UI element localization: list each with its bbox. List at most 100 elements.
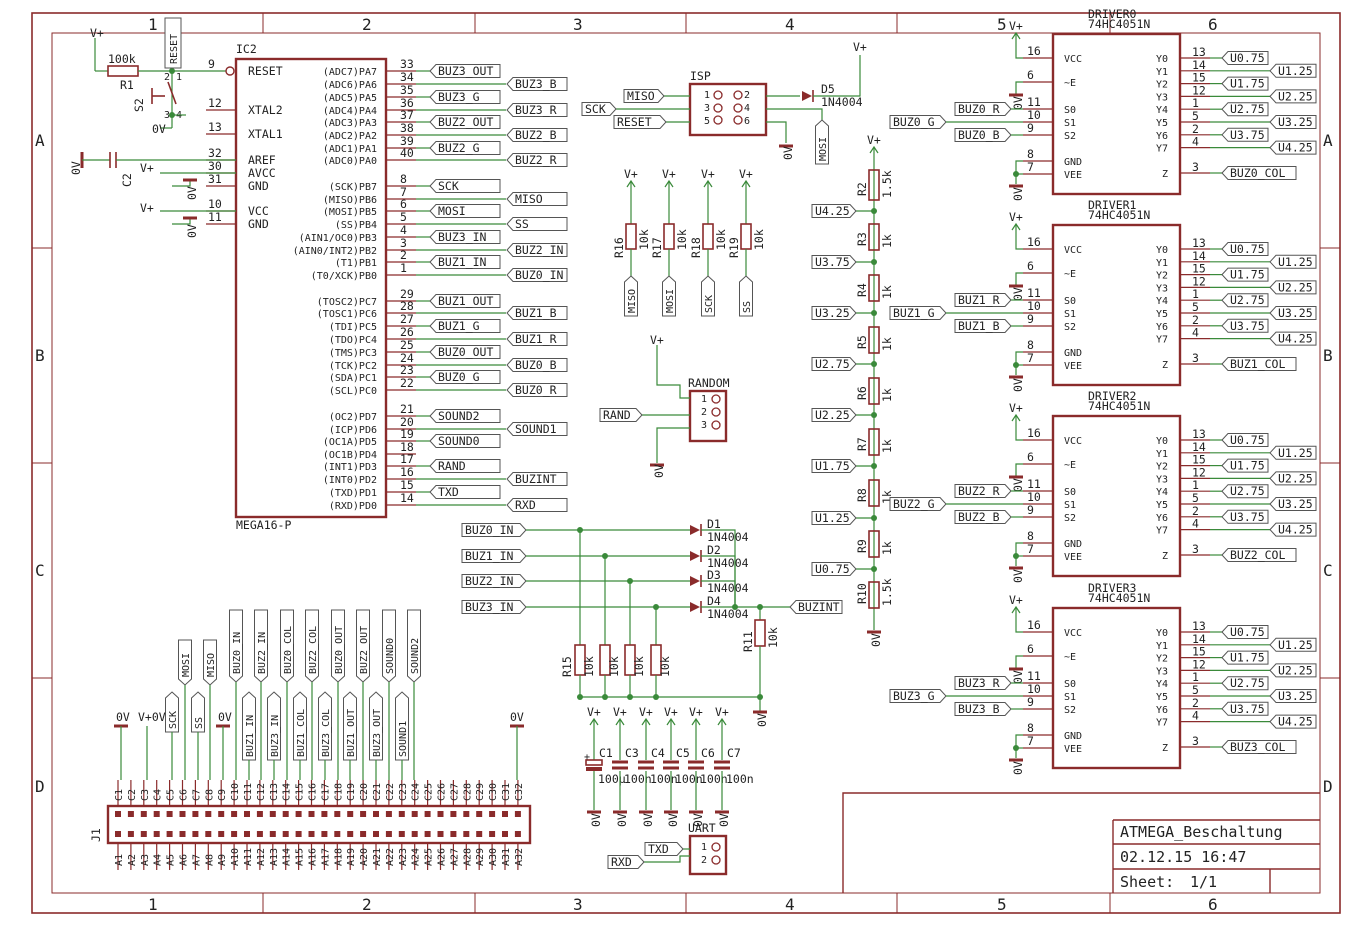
ground-label: 0V: [666, 813, 680, 827]
cap-value: 100n: [675, 772, 703, 786]
divider-value: 1k: [880, 234, 894, 248]
title-block-date: 02.12.15 16:47: [1120, 848, 1246, 866]
j1-pin-c-label: C7: [191, 789, 202, 801]
net-label-buz1_in: BUZ1_IN: [429, 255, 501, 269]
j1-net-buz0_out: BUZ0_OUT: [331, 609, 345, 683]
j1-pin-a-label: A13: [269, 848, 280, 866]
j1-net-buz1_col: BUZ1_COL: [293, 691, 307, 761]
wire: [1015, 33, 1023, 59]
r1-ref: R1: [120, 78, 134, 92]
driver-1-net-u1-75: U1.75: [1221, 267, 1269, 282]
driver-pin-number: 8: [1027, 721, 1034, 735]
driver-pin-name: Y5: [1156, 500, 1168, 511]
net-label-text: MISO: [206, 653, 217, 677]
net-label-text: U0.75: [1230, 51, 1265, 65]
net-label-text: U1.25: [1278, 64, 1313, 78]
net-label-buz0_out: BUZ0_OUT: [429, 345, 501, 359]
j1-pin-a-label: A6: [179, 854, 190, 866]
net-label-ss: SS: [506, 217, 568, 231]
driver-0-net-u1-75: U1.75: [1221, 76, 1269, 91]
j1-net-buz1_in: BUZ1_IN: [242, 691, 256, 761]
net-label-text: BUZ2_IN: [515, 243, 564, 257]
driver-2-net-col: BUZ2_COL: [1221, 548, 1297, 562]
driver-ref: DRIVER3: [1088, 581, 1137, 595]
wire: [1015, 224, 1023, 250]
driver-pin-number: 13: [1192, 45, 1206, 59]
net-label-txd: TXD: [429, 485, 501, 499]
driver-pin-number: 2: [1192, 696, 1199, 710]
drawing-frame: 1 2 3 4 5 6 1 2 3 4 5 6 A B C D A B C D: [31, 12, 1341, 914]
net-label-buz0_in: BUZ0_IN: [506, 268, 568, 282]
driver-pin-number: 14: [1192, 440, 1206, 454]
j1-pin-a-label: A23: [398, 848, 409, 866]
driver-1-net-col: BUZ1_COL: [1221, 357, 1297, 371]
j1-pin-a-label: A19: [346, 848, 357, 866]
net-label-sound2: SOUND2: [429, 409, 501, 423]
driver-pin-number: 7: [1027, 734, 1034, 748]
j1-pin-a-label: A31: [501, 848, 512, 866]
net-label-text: BUZ2_OUT: [359, 626, 370, 674]
driver-pin-name: Y2: [1156, 80, 1168, 91]
j1-pin-a-label: A21: [372, 848, 383, 866]
isp-header: ISP 1 2 3 4 5 6 D5 1N4004 V+ 0V MISOSCKR…: [581, 40, 867, 165]
isp-gnd-label: 0V: [781, 146, 795, 160]
net-label-text: U1.75: [1230, 459, 1265, 473]
driver-pin-name: Z: [1162, 169, 1168, 180]
interrupt-input-buz1_in: BUZ1_IN: [461, 549, 527, 563]
driver-pin-number: 5: [1192, 491, 1199, 505]
pin-number: 34: [400, 70, 414, 84]
title-block-sheet-value: 1/1: [1190, 873, 1217, 891]
ground-label: 0V: [691, 813, 705, 827]
ground-symbol: 0V: [1009, 375, 1025, 392]
driver-3-net-r: BUZ3_R: [954, 676, 1012, 690]
ground-symbol: 0V: [664, 810, 680, 827]
driver-pin-name: Y4: [1156, 487, 1168, 498]
pin-number: 20: [400, 415, 414, 429]
pullup-ref: R19: [727, 237, 741, 258]
net-label-buz1_g: BUZ1_G: [429, 319, 501, 333]
net-label-text: SOUND2: [438, 409, 480, 423]
net-label-buz3_b: BUZ3_B: [506, 77, 568, 91]
driver-2-net-u4-25: U4.25: [1269, 522, 1317, 537]
net-label-text: BUZ0_OUT: [438, 345, 493, 359]
driver-pin-name: VEE: [1064, 170, 1082, 181]
driver-pin-name: ~E: [1064, 269, 1076, 280]
driver-pin-number: 16: [1027, 235, 1041, 249]
isp-pin-5: 5: [704, 116, 710, 127]
pullup-net-miso: MISO: [624, 275, 638, 317]
driver-pin-name: S2: [1064, 513, 1076, 524]
net-label-text: BUZ3_IN: [465, 600, 514, 614]
frame-col-2-top: 2: [362, 15, 372, 34]
driver-pin-number: 3: [1192, 160, 1199, 174]
net-label-text: U3.75: [1230, 319, 1265, 333]
driver-2-net-u2-25: U2.25: [1269, 471, 1317, 486]
ic2-pin-18: 18(OC1B)PD4: [323, 440, 416, 461]
j1-pin-a-label: A2: [127, 854, 138, 866]
driver-pin-name: ~E: [1064, 460, 1076, 471]
driver-pin-name: Y4: [1156, 679, 1168, 690]
ground-symbol: 0V: [689, 810, 705, 827]
ground-label: 0V: [1011, 287, 1025, 301]
net-label-buz0_b: BUZ0_B: [506, 358, 568, 372]
driver-3-net-u1-75: U1.75: [1221, 650, 1269, 665]
driver-pin-number: 3: [1192, 351, 1199, 365]
j1-net-buz2_col: BUZ2_COL: [305, 609, 319, 683]
avcc-vplus: V+: [140, 161, 154, 175]
diode-ref: D3: [707, 568, 721, 582]
s2-pin-3: 3: [164, 110, 170, 121]
j1-pin-a-label: A17: [320, 848, 331, 866]
net-label-text: U1.25: [1278, 446, 1313, 460]
net-label-text: U2.75: [1230, 484, 1265, 498]
driver-pin-name: Y3: [1156, 474, 1168, 485]
j1-pin-a-label: A30: [488, 848, 499, 866]
pin-name: (ADC2)PA2: [323, 131, 377, 142]
pin-name: (TOSC2)PC7: [317, 297, 377, 308]
net-label-text: BUZ1_R: [958, 293, 1000, 307]
j1-net-buz3_in: BUZ3_IN: [267, 691, 281, 761]
